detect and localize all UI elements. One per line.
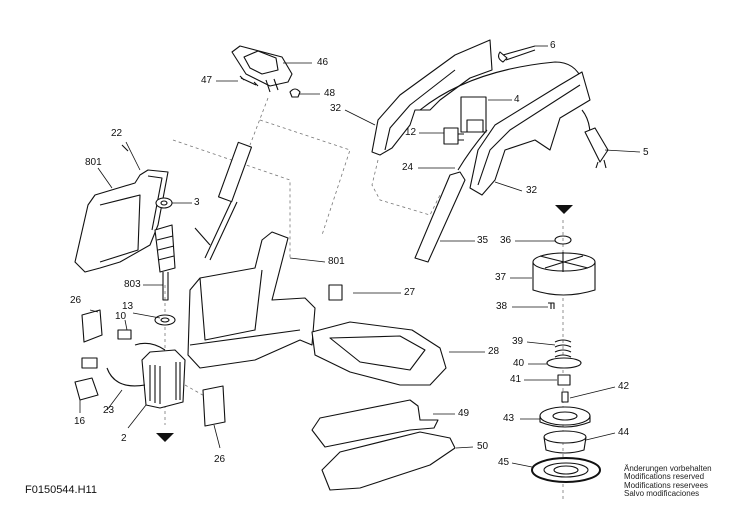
callout-6: 6 <box>550 40 556 51</box>
notice-line-es: Salvo modificaciones <box>624 489 700 499</box>
drawing-number: F0150544.H11 <box>25 484 97 496</box>
part-48-wing-nut <box>289 88 301 98</box>
part-36-washer <box>554 235 572 245</box>
callout-49: 49 <box>458 408 470 419</box>
part-42-shaft <box>561 391 569 403</box>
part-38-clip <box>548 302 555 309</box>
part-46-handle-grip <box>231 45 293 93</box>
part-37-fan-spool-housing <box>532 252 596 296</box>
arrow-down-icon <box>156 433 174 442</box>
part-10-terminal <box>117 329 132 340</box>
part-23-lead-wire <box>106 342 166 387</box>
arrow-down-icon <box>555 205 573 214</box>
part-terminal-block <box>81 357 98 369</box>
callout-27: 27 <box>404 287 416 298</box>
part-44-cap-ring <box>543 430 587 454</box>
part-50-base-plate <box>321 431 456 491</box>
callout-32-lower: 32 <box>526 185 538 196</box>
part-47-screw <box>239 75 259 87</box>
part-32-handle-housing-left <box>371 39 583 156</box>
part-801-motor-housing-left <box>74 169 169 273</box>
callout-38: 38 <box>496 301 508 312</box>
part-39-spring <box>554 339 572 358</box>
part-6-cable-grommet <box>497 45 536 63</box>
callout-3: 3 <box>194 197 200 208</box>
part-26-insulation-plate-b <box>202 385 226 427</box>
modification-notice: Änderungen vorbehalten Modifications res… <box>624 464 712 499</box>
callout-37: 37 <box>495 272 507 283</box>
callout-26-lower: 26 <box>214 454 226 465</box>
callout-13: 13 <box>122 301 134 312</box>
part-24-cable <box>457 129 488 171</box>
notice-line-en: Modifications reserved <box>624 472 705 482</box>
callout-26-upper: 26 <box>70 295 82 306</box>
part-3-bearing <box>155 197 173 209</box>
callout-36: 36 <box>500 235 512 246</box>
callout-22: 22 <box>111 128 123 139</box>
callout-35: 35 <box>477 235 489 246</box>
part-16-cover <box>74 377 99 401</box>
callout-43: 43 <box>503 413 515 424</box>
callout-4: 4 <box>514 94 520 105</box>
callout-42: 42 <box>618 381 630 392</box>
callout-47: 47 <box>201 75 213 86</box>
part-2-field-coil <box>141 349 186 409</box>
part-5-power-plug <box>581 109 609 169</box>
part-26-insulation-plate-a <box>81 309 103 343</box>
part-40-washer <box>546 357 582 369</box>
part-801-motor-housing-right <box>187 231 316 369</box>
notice-line-fr: Modifications reservees <box>624 480 709 490</box>
part-803-armature <box>154 224 176 301</box>
callout-46: 46 <box>317 57 329 68</box>
part-27-clip <box>328 284 343 301</box>
part-12-capacitor <box>443 127 464 145</box>
part-43-line-spool <box>539 406 591 428</box>
part-45-spool-base <box>531 457 601 483</box>
part-35-handle-tube <box>414 171 466 263</box>
notice-line-de: Änderungen vorbehalten <box>624 464 712 473</box>
callout-10: 10 <box>115 311 127 322</box>
callout-12: 12 <box>405 127 417 138</box>
callout-32-upper: 32 <box>330 103 342 114</box>
part-22-screw <box>121 144 129 152</box>
callout-24: 24 <box>402 162 414 173</box>
callout-50: 50 <box>477 441 489 452</box>
callout-801-right: 801 <box>328 256 345 267</box>
part-49-wire-guard <box>311 399 439 448</box>
callout-28: 28 <box>488 346 500 357</box>
part-4-switch <box>460 96 487 133</box>
part-41-drive-hub <box>557 374 571 386</box>
callout-803: 803 <box>124 279 141 290</box>
callout-39: 39 <box>512 336 524 347</box>
callout-2: 2 <box>121 433 127 444</box>
callout-44: 44 <box>618 427 630 438</box>
callout-48: 48 <box>324 88 336 99</box>
leader-lines <box>79 45 641 468</box>
callout-41: 41 <box>510 374 522 385</box>
callout-16: 16 <box>74 416 86 427</box>
callout-23: 23 <box>103 405 115 416</box>
callout-40: 40 <box>513 358 525 369</box>
callout-801-left: 801 <box>85 157 102 168</box>
callout-5: 5 <box>643 147 649 158</box>
callout-45: 45 <box>498 457 510 468</box>
part-32-handle-housing-right <box>469 71 591 196</box>
part-28-guard <box>311 321 447 386</box>
part-13-bearing <box>154 314 176 326</box>
part-brush-leads <box>194 141 253 261</box>
